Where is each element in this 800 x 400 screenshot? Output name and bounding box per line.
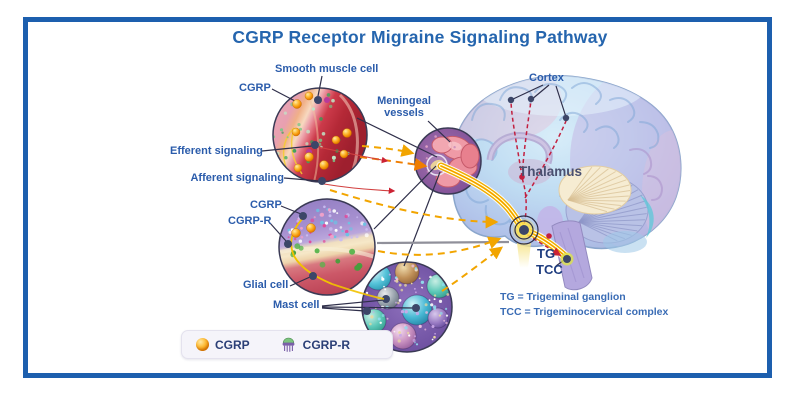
signal-arrows [317, 144, 504, 292]
neural-inset-circle [278, 198, 376, 296]
cgrp-receptor-label: CGRP-R [228, 215, 272, 227]
cgrp-molecules [291, 91, 352, 238]
mast-cell-label: Mast cell [273, 299, 320, 311]
efferent-signaling-label: Efferent signaling [170, 145, 263, 157]
legend-item-cgrp: CGRP [196, 338, 250, 352]
meningeal-vessels-label: Meningeal vessels [377, 95, 431, 119]
page-title: CGRP Receptor Migraine Signaling Pathway [232, 27, 608, 47]
afferent-signaling-label: Afferent signaling [190, 172, 284, 184]
thalamus-region [508, 159, 552, 185]
legend-item-cgrp-r: CGRP-R [280, 336, 350, 353]
mast-cell-inset-circle [361, 261, 453, 353]
cgrp-vessel-label: CGRP [239, 82, 271, 94]
cortex-label: Cortex [529, 72, 564, 84]
legend-cgrp-label: CGRP [215, 337, 250, 352]
trigeminal-ganglion-marker [509, 215, 539, 268]
tcc-marker [560, 252, 574, 266]
connector-lines [261, 75, 567, 312]
cgrp-receptor-icon [280, 336, 297, 353]
cgrp-ball-icon [196, 338, 209, 351]
tg-label: TG [537, 246, 556, 261]
cgrp-neural-label: CGRP [250, 199, 282, 211]
tcc-label: TCC [536, 262, 563, 277]
legend: CGRP CGRP-R [181, 330, 393, 359]
cerebellum [558, 165, 654, 253]
tcc-definition: TCC = Trigeminocervical complex [500, 306, 669, 318]
smooth-muscle-cell-label: Smooth muscle cell [275, 63, 379, 75]
tg-definition: TG = Trigeminal ganglion [500, 291, 626, 303]
thalamus-label: Thalamus [519, 164, 583, 179]
nerve-terminal-dots [284, 95, 570, 315]
glial-cell-label: Glial cell [243, 279, 289, 291]
legend-cgrp-r-label: CGRP-R [302, 337, 351, 352]
